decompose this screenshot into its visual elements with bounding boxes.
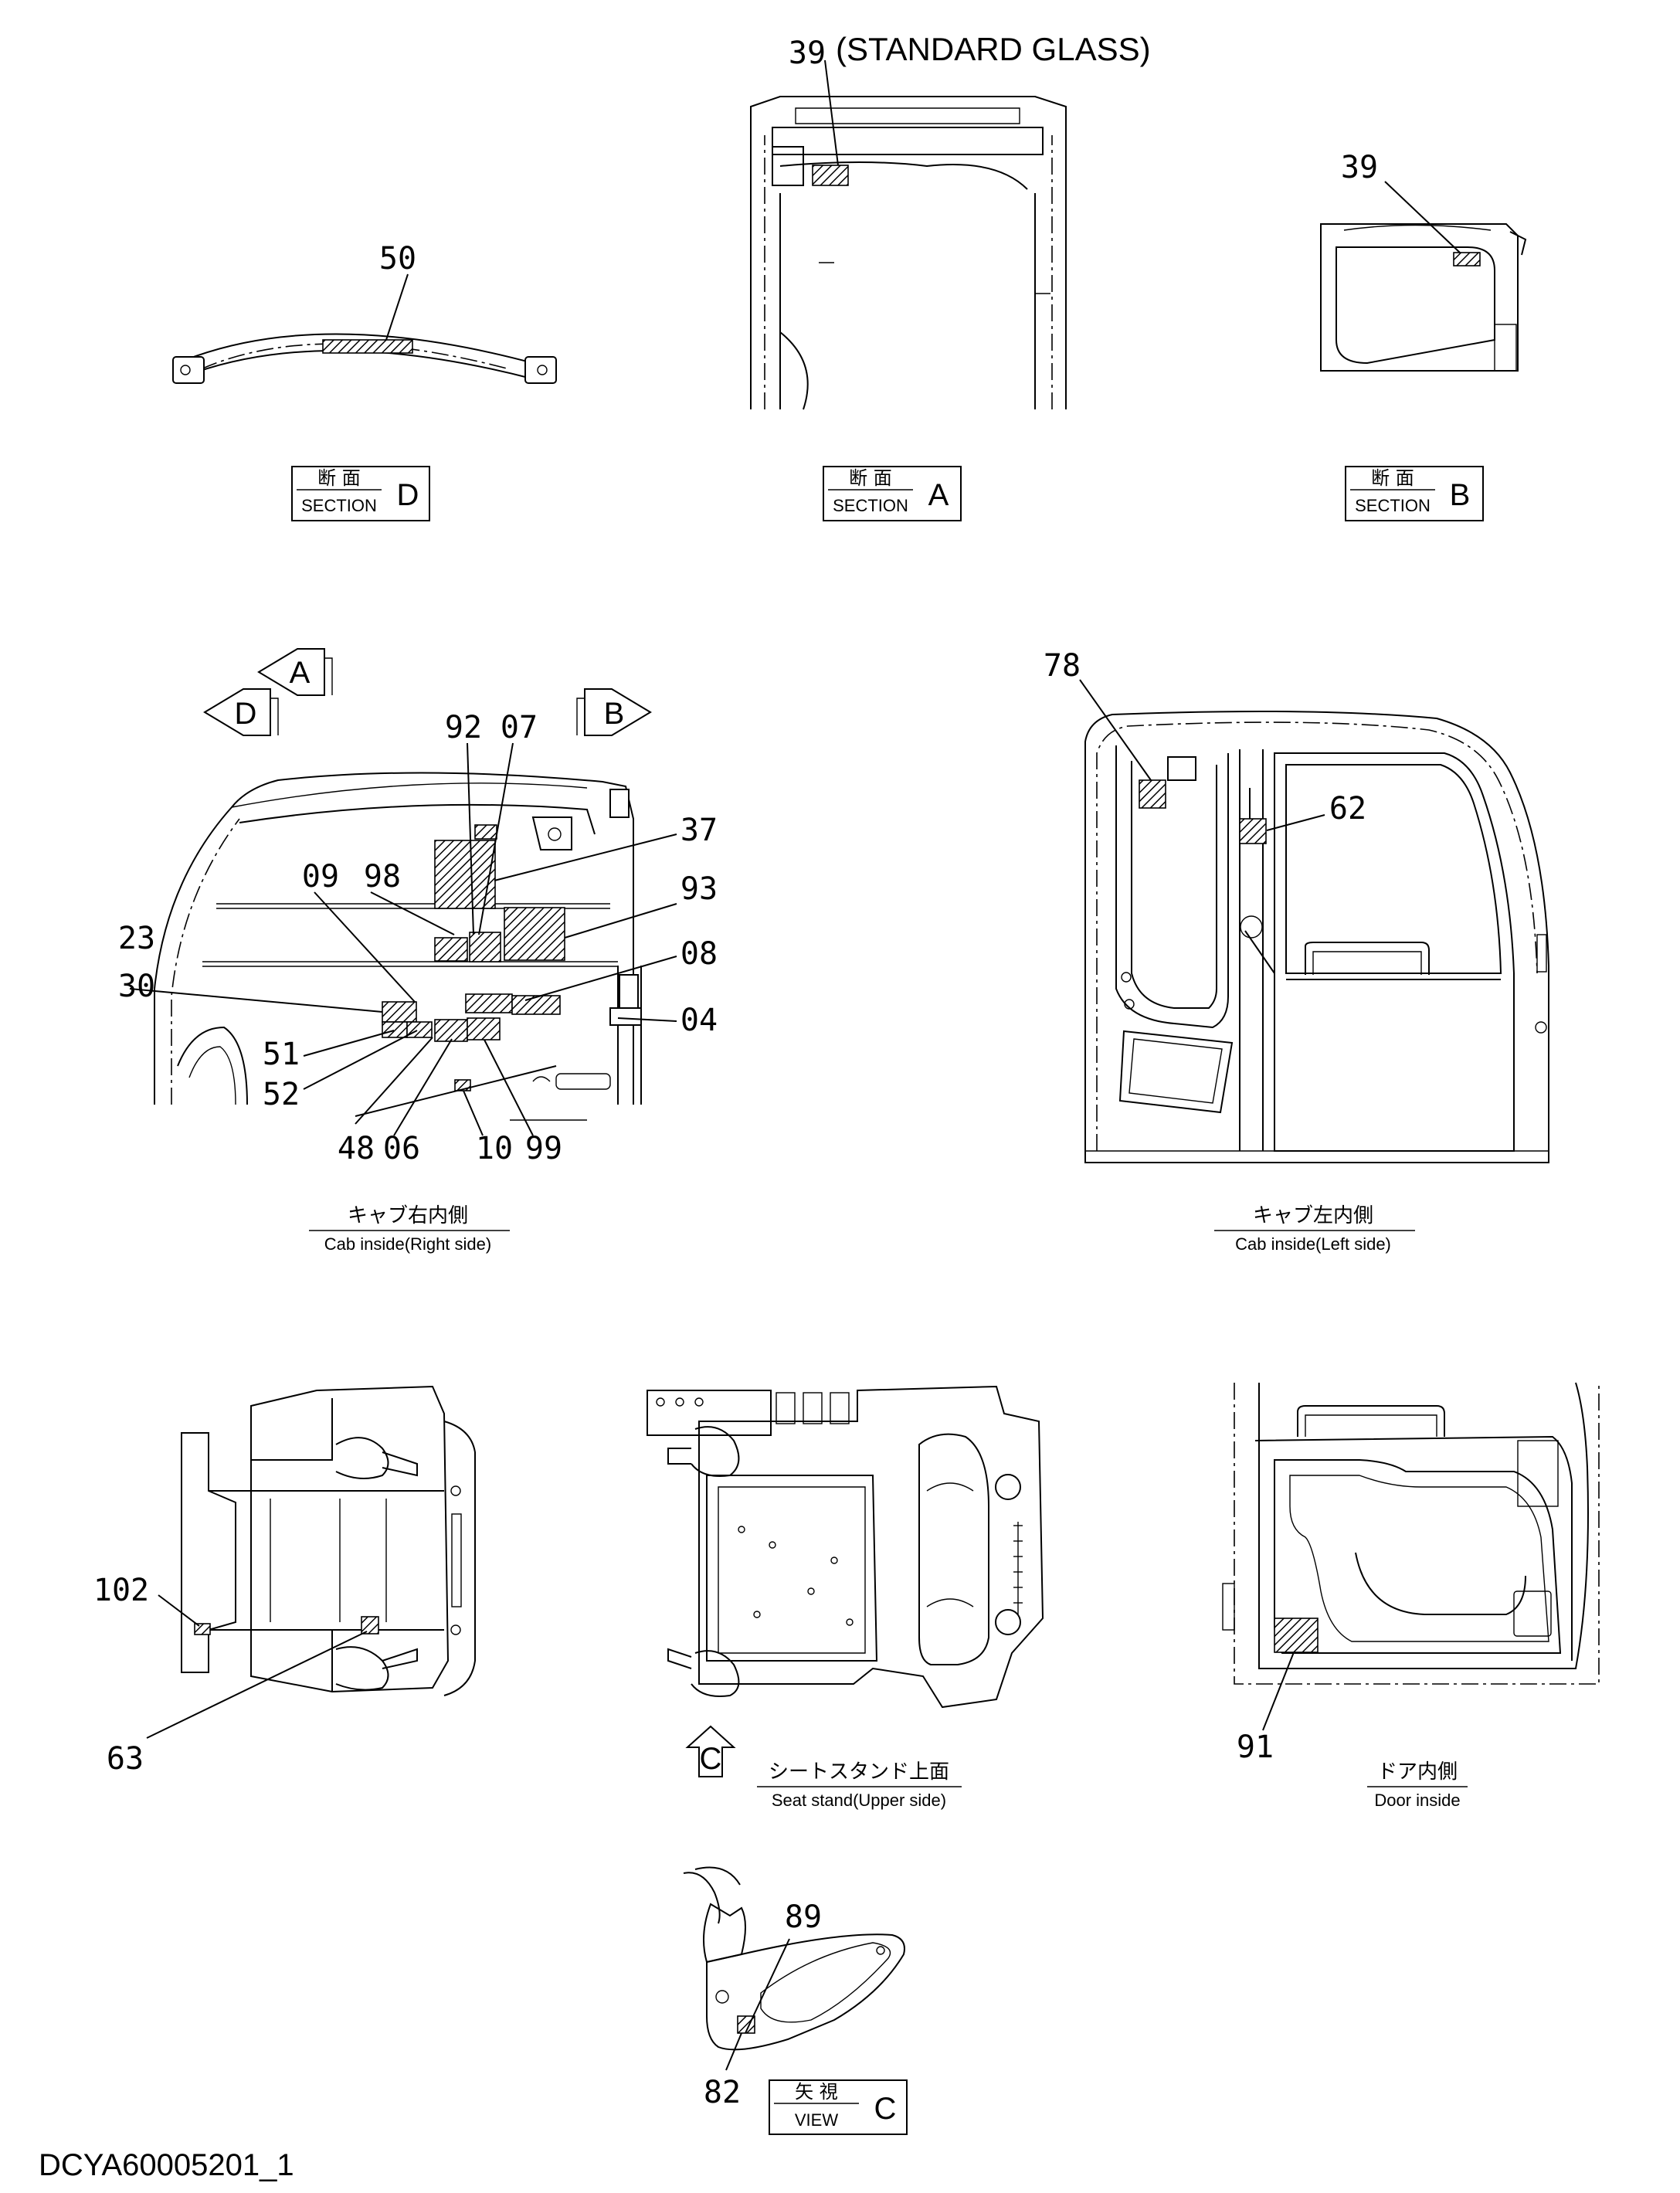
svg-text:ドア内側: ドア内側	[1377, 1760, 1458, 1784]
svg-text:SECTION: SECTION	[833, 496, 908, 515]
standard-glass-note: (STANDARD GLASS)	[836, 31, 1151, 67]
svg-text:断 面: 断 面	[317, 467, 361, 489]
view-arrow-a-icon: A	[257, 648, 333, 696]
part-number-23: 23	[118, 921, 155, 956]
part-number-78: 78	[1044, 648, 1081, 684]
part-number-39-top: 39	[789, 36, 826, 71]
svg-text:B: B	[604, 697, 625, 731]
svg-text:Door inside: Door inside	[1374, 1791, 1460, 1810]
part-number-04: 04	[680, 1003, 718, 1038]
part-number-102: 102	[93, 1573, 149, 1608]
document-id: DCYA60005201_1	[39, 2148, 294, 2182]
section-b-drawing: 39	[1320, 150, 1527, 372]
seat-stand-side-drawing: 102 63	[93, 1385, 476, 1777]
svg-text:断 面: 断 面	[1371, 467, 1414, 489]
part-number-92: 92	[445, 710, 482, 745]
part-number-37: 37	[680, 813, 718, 848]
part-number-99: 99	[525, 1131, 562, 1166]
part-number-82: 82	[704, 2075, 741, 2110]
part-number-50: 50	[379, 241, 416, 277]
view-arrow-d-icon: D	[203, 688, 279, 736]
part-number-98: 98	[364, 859, 401, 895]
svg-text:キャブ右内側: キャブ右内側	[348, 1204, 468, 1227]
cab-right-side-drawing: 92 07 37 09 98 93 23 30 08 04 51 52 48 0…	[118, 710, 718, 1254]
svg-text:シートスタンド上面: シートスタンド上面	[769, 1760, 949, 1784]
part-number-89: 89	[785, 1899, 822, 1935]
label-50-area	[322, 339, 413, 354]
view-box-c: 矢 視 VIEW C	[769, 2079, 908, 2135]
part-number-91: 91	[1237, 1730, 1274, 1765]
label-63-area	[361, 1616, 379, 1635]
door-inside-drawing: 91 ドア内側 Door inside	[1222, 1382, 1600, 1810]
svg-text:A: A	[290, 656, 311, 690]
label-91-area	[1274, 1618, 1319, 1653]
caption-door-inside: ドア内側 Door inside	[1367, 1760, 1468, 1810]
section-d-drawing: 50	[172, 241, 557, 384]
caption-cab-right: キャブ右内側 Cab inside(Right side)	[309, 1204, 510, 1254]
part-number-62: 62	[1329, 791, 1366, 827]
part-number-48: 48	[338, 1131, 375, 1166]
section-a-drawing: 39 (STANDARD GLASS)	[750, 31, 1151, 410]
part-number-52: 52	[263, 1077, 300, 1112]
svg-text:SECTION: SECTION	[301, 496, 377, 515]
svg-text:A: A	[928, 478, 949, 512]
svg-text:C: C	[700, 1742, 722, 1776]
svg-text:C: C	[874, 2092, 897, 2126]
caption-seat-stand: シートスタンド上面 Seat stand(Upper side)	[757, 1760, 962, 1810]
caption-cab-left: キャブ左内側 Cab inside(Left side)	[1214, 1204, 1415, 1254]
svg-text:Cab inside(Right side): Cab inside(Right side)	[324, 1234, 491, 1254]
view-arrows-group: A D B	[203, 648, 652, 736]
part-number-08: 08	[680, 936, 718, 972]
cab-left-side-drawing: 78 62 キャブ左内側 Cab inside(Left side)	[1044, 648, 1549, 1254]
label-102-area	[194, 1623, 211, 1635]
svg-text:SECTION: SECTION	[1355, 496, 1431, 515]
section-box-d: 断 面 SECTION D	[291, 466, 430, 521]
svg-text:Cab inside(Left side): Cab inside(Left side)	[1235, 1234, 1391, 1254]
svg-text:矢 視: 矢 視	[795, 2081, 838, 2103]
svg-text:B: B	[1450, 478, 1471, 512]
lever-view-c-drawing: 89 82	[683, 1866, 905, 2110]
svg-text:D: D	[235, 697, 257, 731]
svg-text:D: D	[397, 478, 419, 512]
part-number-63: 63	[107, 1741, 144, 1777]
label-39-area-a	[812, 165, 849, 186]
part-number-30: 30	[118, 969, 155, 1004]
label-39-area-b	[1453, 252, 1481, 266]
svg-text:キャブ左内側: キャブ左内側	[1253, 1204, 1373, 1227]
part-number-07: 07	[501, 710, 538, 745]
view-arrow-c-icon: C	[685, 1725, 736, 1777]
seat-stand-top-drawing: C シートスタンド上面 Seat stand(Upper side)	[647, 1385, 1044, 1810]
view-arrow-b-icon: B	[576, 688, 652, 736]
part-number-10: 10	[476, 1131, 513, 1166]
label-62-area	[1239, 818, 1267, 844]
part-number-39-b: 39	[1341, 150, 1378, 185]
part-number-06: 06	[383, 1131, 420, 1166]
part-number-51: 51	[263, 1037, 300, 1072]
label-78-area	[1139, 779, 1166, 809]
svg-text:断 面: 断 面	[849, 467, 892, 489]
part-number-09: 09	[302, 859, 339, 895]
section-box-a: 断 面 SECTION A	[823, 466, 962, 521]
svg-text:VIEW: VIEW	[795, 2110, 838, 2130]
part-number-93: 93	[680, 871, 718, 907]
svg-text:Seat stand(Upper side): Seat stand(Upper side)	[772, 1791, 946, 1810]
section-box-b: 断 面 SECTION B	[1345, 466, 1484, 521]
